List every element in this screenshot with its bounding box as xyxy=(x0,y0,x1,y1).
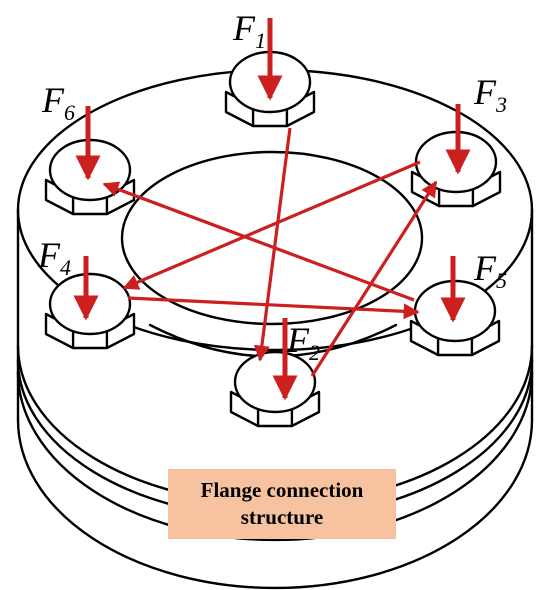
caption-box: Flange connection structure xyxy=(168,469,396,539)
bolt-group xyxy=(44,50,502,428)
label-f5: F5 xyxy=(473,248,507,293)
bolt-head xyxy=(48,272,132,336)
caption-line-2: structure xyxy=(240,505,324,529)
sequence-arrow-2-connector-arrow-icon xyxy=(310,180,438,377)
force-labels: F1 F2 F3 F4 F5 F6 xyxy=(37,8,507,365)
bolt-2 xyxy=(229,350,321,428)
sequence-arrow-1-connector-arrow-icon xyxy=(253,127,292,362)
sequence-arrow-5-connector-arrow-icon xyxy=(102,181,415,302)
bolt-head xyxy=(233,350,317,414)
caption-line-1: Flange connection xyxy=(200,478,364,502)
label-f6: F6 xyxy=(41,80,75,125)
force-arrows xyxy=(73,18,471,401)
inner-bore xyxy=(120,150,424,358)
bolt-4 xyxy=(44,272,136,350)
label-f2: F2 xyxy=(286,320,320,365)
label-f1: F1 xyxy=(232,8,266,53)
sequence-arrow-4-connector-arrow-icon xyxy=(127,296,420,320)
sequence-arrow-3-connector-arrow-icon xyxy=(122,160,421,290)
sequence-arrows xyxy=(102,127,438,377)
bolt-1 xyxy=(224,50,316,128)
label-f4: F4 xyxy=(37,235,71,280)
label-f3: F3 xyxy=(473,72,507,117)
